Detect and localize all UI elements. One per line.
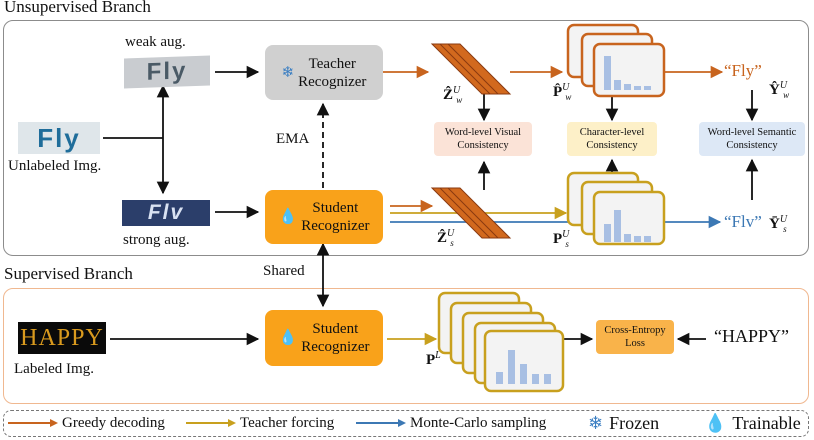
legend-teacher-forcing: Teacher forcing — [186, 411, 334, 435]
flame-icon: 💧 — [278, 209, 298, 225]
p-s-label: PUs — [553, 229, 570, 249]
p-l-prob-stack — [437, 291, 565, 393]
snowflake-icon: ❄ — [281, 64, 295, 81]
orange-arrow-icon — [8, 419, 58, 427]
flame-icon: 💧 — [278, 330, 298, 346]
p-w-label: P̂Uw — [553, 82, 572, 102]
supervised-panel — [3, 288, 809, 404]
cross-entropy-box: Cross-Entropy Loss — [596, 320, 674, 354]
char-consistency-box: Character-level Consistency — [567, 122, 657, 156]
word-visual-consistency-label: Word-level Visual Consistency — [444, 127, 522, 151]
z-s-label: ẐUs — [437, 228, 455, 248]
legend-monte-carlo: Monte-Carlo sampling — [356, 411, 546, 435]
legend-frozen-label: Frozen — [609, 412, 660, 433]
z-w-feature-stack — [430, 43, 512, 95]
word-semantic-consistency-box: Word-level Semantic Consistency — [699, 122, 805, 156]
gold-arrow-icon — [186, 419, 236, 427]
weak-aug-image: Fly — [124, 55, 210, 89]
unlabeled-img-label: Unlabeled Img. — [8, 158, 102, 174]
weak-aug-label: weak aug. — [125, 34, 186, 50]
z-s-feature-stack — [430, 187, 512, 239]
y-w-label: ŶUw — [769, 80, 790, 100]
teacher-label: Teacher Recognizer — [298, 55, 367, 90]
fly-weak-output: “Fly” — [724, 61, 762, 80]
legend-monte-carlo-label: Monte-Carlo sampling — [410, 414, 547, 431]
char-consistency-label: Character-level Consistency — [579, 127, 645, 151]
snowflake-icon: ❄ — [588, 412, 604, 433]
labeled-img-label: Labeled Img. — [14, 361, 94, 377]
legend-greedy: Greedy decoding — [8, 411, 165, 435]
shared-label: Shared — [263, 263, 305, 279]
teacher-recognizer: ❄ Teacher Recognizer — [265, 45, 383, 100]
word-semantic-consistency-label: Word-level Semantic Consistency — [707, 127, 797, 151]
student-label-sup: Student Recognizer — [301, 321, 370, 355]
strong-aug-label: strong aug. — [123, 232, 190, 248]
blue-arrow-icon — [356, 419, 406, 427]
legend-teacher-forcing-label: Teacher forcing — [240, 414, 335, 431]
legend-trainable-label: Trainable — [732, 412, 801, 433]
unsupervised-branch-title: Unsupervised Branch — [4, 0, 151, 16]
legend-frozen: ❄ Frozen — [588, 411, 659, 435]
flame-icon: 💧 — [704, 412, 727, 433]
p-l-label: PL — [426, 350, 441, 368]
ema-label: EMA — [276, 131, 310, 147]
legend: Greedy decoding Teacher forcing Monte-Ca… — [3, 410, 809, 437]
strong-aug-image: Flv — [122, 200, 210, 226]
p-s-prob-stack — [566, 171, 666, 246]
happy-label: “HAPPY” — [714, 326, 789, 346]
legend-trainable: 💧 Trainable — [704, 411, 801, 435]
student-label-unsup: Student Recognizer — [301, 200, 370, 234]
z-w-label: ẐUw — [443, 85, 463, 105]
student-recognizer-sup: 💧 Student Recognizer — [265, 310, 383, 366]
student-recognizer-unsup: 💧 Student Recognizer — [265, 190, 383, 244]
cross-entropy-label: Cross-Entropy Loss — [604, 325, 666, 349]
fly-strong-output: “Flv” — [724, 212, 762, 231]
p-w-prob-stack — [566, 23, 666, 98]
word-visual-consistency-box: Word-level Visual Consistency — [434, 122, 532, 156]
y-s-label: ȲUs — [769, 214, 788, 234]
labeled-image: HAPPY — [18, 322, 106, 354]
unlabeled-image: Fly — [18, 122, 100, 154]
supervised-branch-title: Supervised Branch — [4, 264, 133, 283]
legend-greedy-label: Greedy decoding — [62, 414, 165, 431]
